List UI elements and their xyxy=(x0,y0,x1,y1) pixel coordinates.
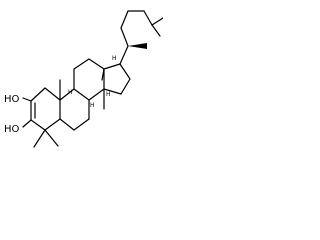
bond-c12-c13 xyxy=(88,58,105,70)
bond-c4-methyl-b xyxy=(44,129,59,147)
bond-c4-methyl-a xyxy=(33,129,46,148)
stereo-h-c17: H xyxy=(112,55,117,62)
ring-substituents xyxy=(22,68,105,148)
bond-c24-c25 xyxy=(143,10,153,26)
ring-d xyxy=(103,63,131,95)
bond-c3-c4 xyxy=(30,119,46,131)
bond-c3-oxygen xyxy=(22,119,32,128)
ring-a xyxy=(30,87,61,131)
stereo-h-c14: H xyxy=(106,91,111,98)
bond-c10-c1 xyxy=(44,87,61,101)
bond-c4-c5 xyxy=(44,118,61,131)
stereo-h-c9: H xyxy=(68,89,73,96)
bond-c16-c15 xyxy=(120,78,131,95)
structure-diagram: HO HO H H H H xyxy=(3,10,163,148)
bond-c8-c9 xyxy=(73,88,90,101)
bond-c25-c26 xyxy=(151,17,163,26)
bond-c13-methyl xyxy=(101,68,105,81)
ring-b xyxy=(59,88,90,131)
bond-c20-c22 xyxy=(120,27,129,47)
hydroxyl-top-bg xyxy=(3,92,22,104)
hydroxyl-bottom-bg xyxy=(3,122,22,134)
stereo-h-c8: H xyxy=(90,102,95,109)
bond-c17-c16 xyxy=(119,63,131,80)
hydroxyl-top-label: HO xyxy=(4,94,20,105)
bond-c13-c17 xyxy=(103,63,121,70)
bond-c5-c6 xyxy=(59,118,75,131)
hydroxyl-bottom-label: HO xyxy=(4,124,20,135)
bond-c14-c8 xyxy=(88,88,105,101)
bond-c9-c10 xyxy=(59,88,75,101)
bond-c25-c27 xyxy=(151,24,161,37)
wedge-c20-c21 xyxy=(128,43,147,49)
bond-c17-c20 xyxy=(119,45,129,65)
bond-c11-c12 xyxy=(73,58,90,70)
bond-c15-c14 xyxy=(103,88,122,95)
bond-c2-oxygen xyxy=(22,97,32,102)
ring-c xyxy=(73,58,105,101)
atom-labels: HO HO xyxy=(3,92,22,135)
bond-c6-c7 xyxy=(73,118,90,131)
bond-c1-c2 xyxy=(30,87,46,102)
side-chain xyxy=(119,10,163,65)
bond-c22-c23 xyxy=(120,10,129,29)
stereo-hydrogens: H H H H xyxy=(68,55,117,109)
